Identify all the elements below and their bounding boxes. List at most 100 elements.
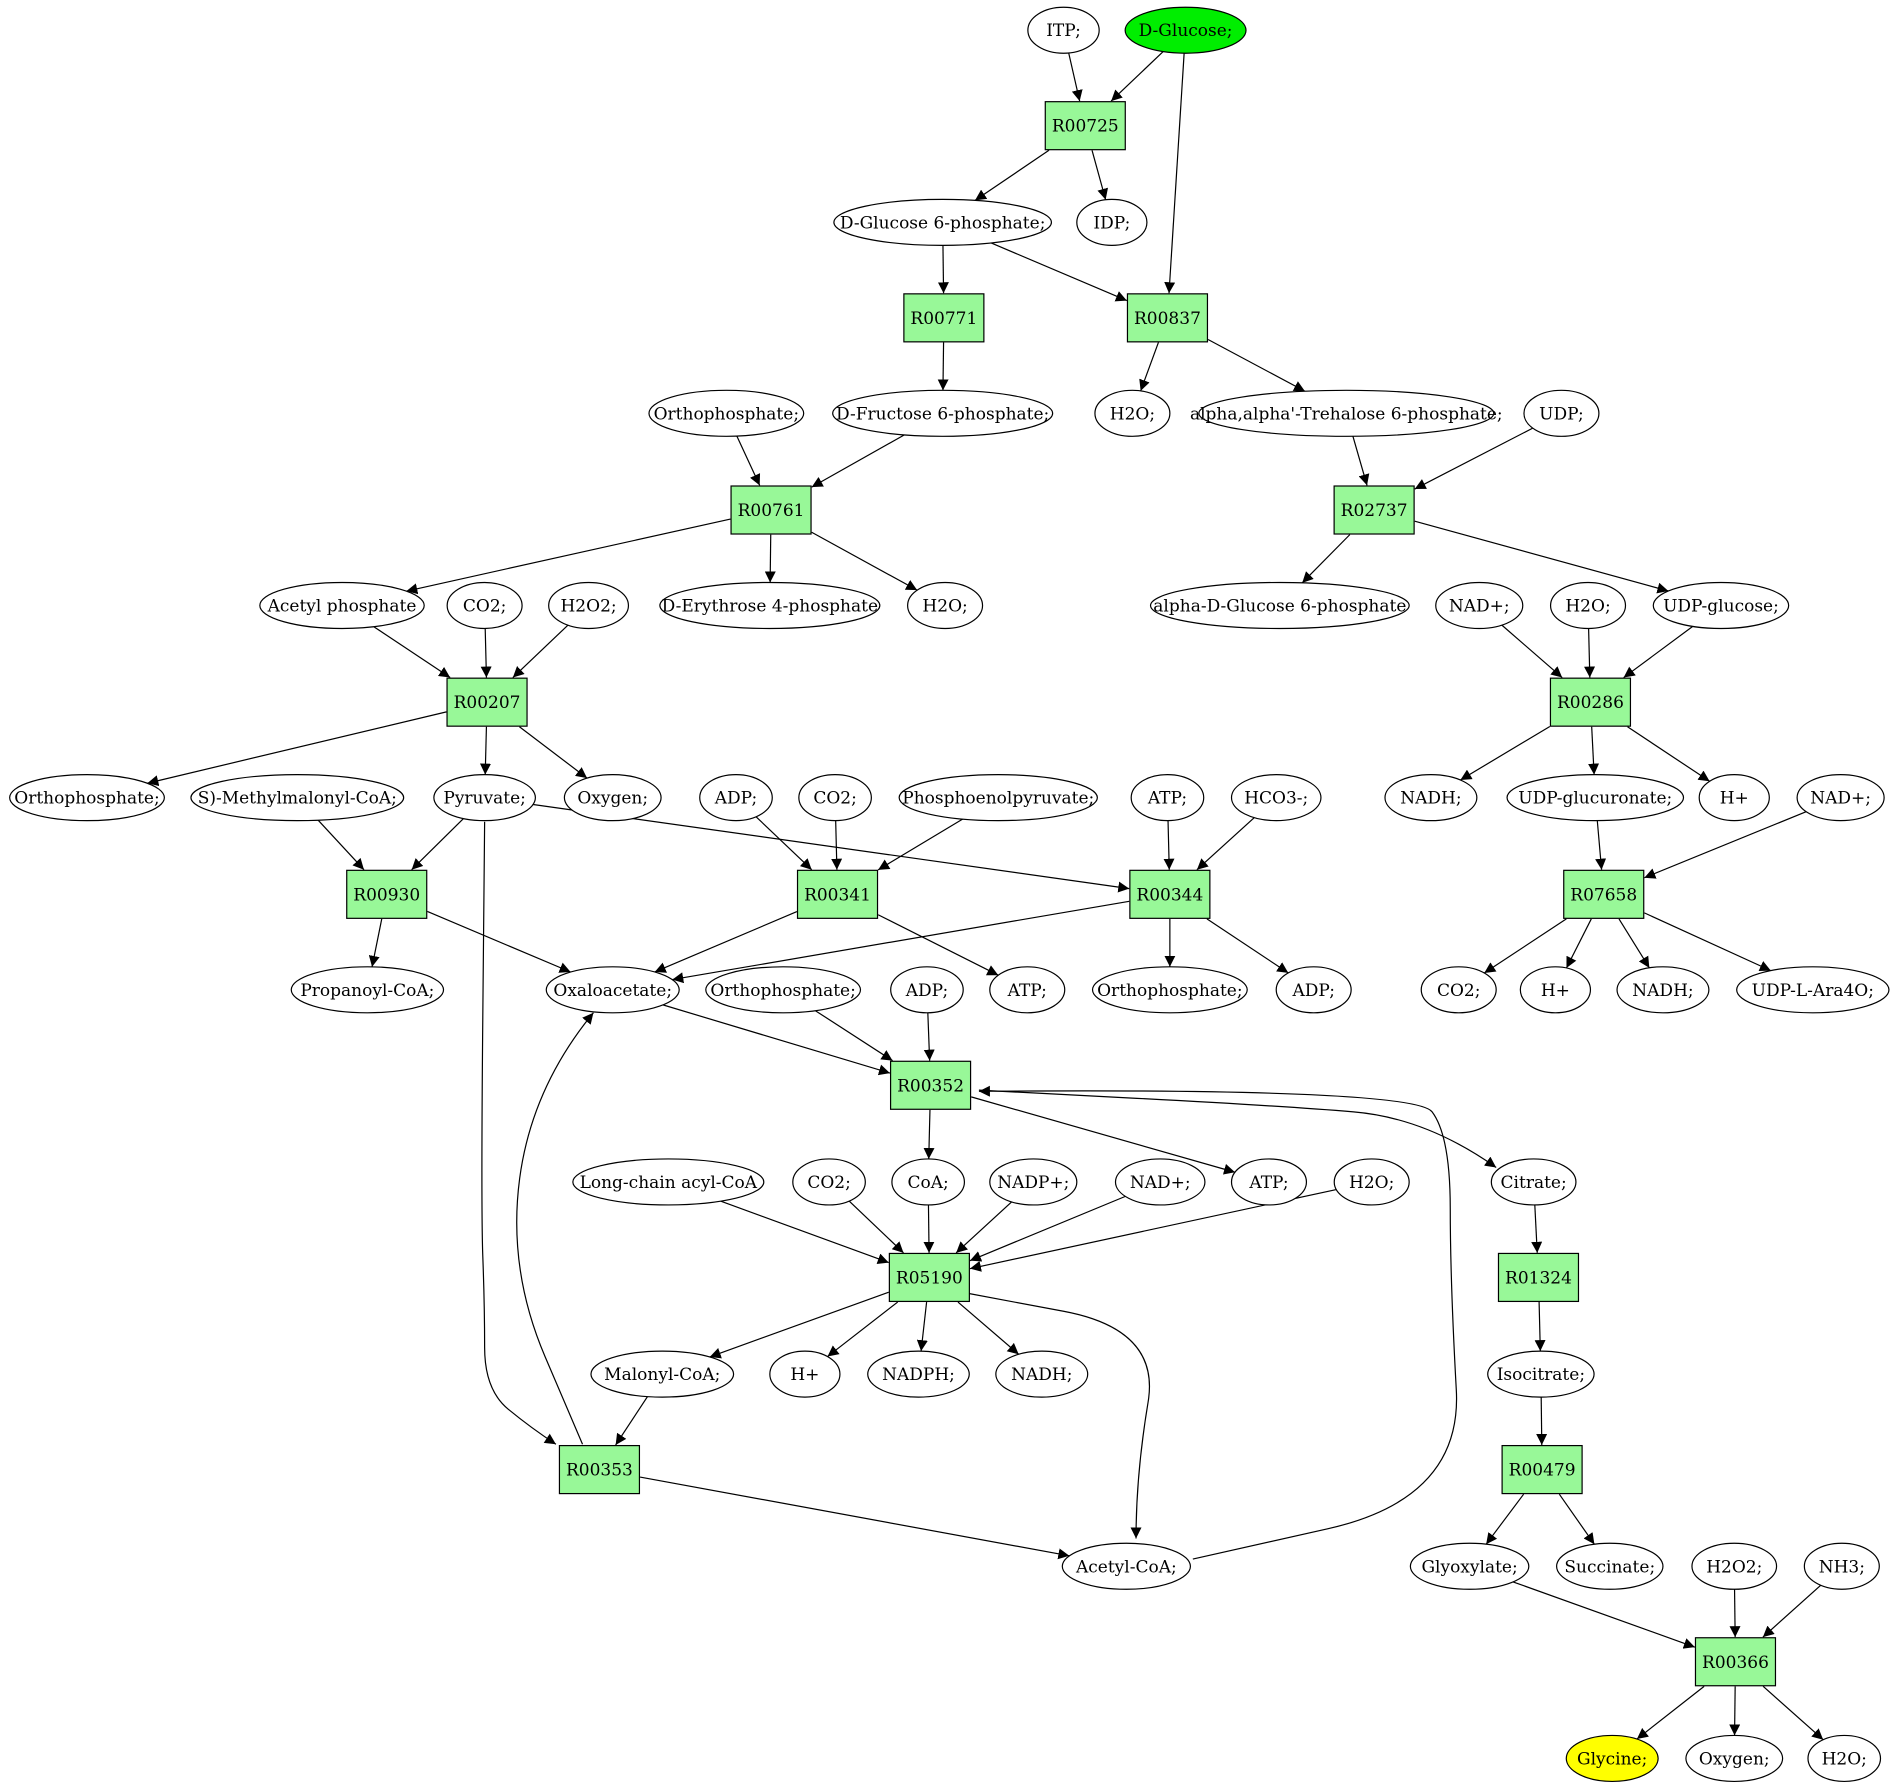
compound-node-malonylcoa: Malonyl-CoA; <box>590 1350 735 1398</box>
edge-atp_344-to-R00344 <box>1163 820 1175 870</box>
compound-node-h2o_286: H2O; <box>1549 581 1627 630</box>
edge-acetylcoa-to-R00352 <box>978 1085 1458 1560</box>
compound-node-nh3: NH3; <box>1803 1542 1880 1590</box>
compound-node-co2_341: CO2; <box>798 774 872 822</box>
reaction-box <box>888 1252 970 1303</box>
reaction-box <box>796 869 879 919</box>
reaction-node-R00366: R00366 <box>1694 1637 1777 1687</box>
compound-node-nadh_7658: NADH; <box>1616 966 1710 1014</box>
compound-node-hplus_5190: H+ <box>769 1350 841 1398</box>
compound-ellipse <box>1409 1542 1530 1590</box>
reaction-node-R00341: R00341 <box>796 869 879 919</box>
reaction-box <box>1694 1637 1777 1687</box>
reaction-node-R05190: R05190 <box>888 1252 970 1303</box>
compound-node-erythrose4p: D-Erythrose 4-phosphate <box>659 581 881 630</box>
compound-ellipse <box>891 1158 966 1206</box>
compound-node-trehalose6p: alpha,alpha'-Trehalose 6-phosphate; <box>1190 389 1503 437</box>
compound-node-citrate: Citrate; <box>1490 1158 1577 1206</box>
edge-orthophosphate_761-to-R00761 <box>736 435 761 486</box>
node-label: HCO3-; <box>1244 789 1308 809</box>
node-label: H2O; <box>1822 1749 1867 1769</box>
edge-nadpplus-to-R05190 <box>955 1201 1013 1254</box>
compound-ellipse <box>1124 6 1247 54</box>
compound-node-hplus_286: H+ <box>1698 774 1770 822</box>
reaction-node-R00761: R00761 <box>730 485 812 535</box>
node-label: S)-Methylmalonyl-CoA; <box>198 789 397 809</box>
edge-udp-to-R02737 <box>1414 427 1534 490</box>
compound-node-adglucose6p: alpha-D-Glucose 6-phosphate <box>1149 581 1410 630</box>
node-label: R00353 <box>566 1461 633 1481</box>
node-label: CO2; <box>1437 981 1481 1001</box>
compound-node-udp: UDP; <box>1523 389 1600 437</box>
node-label: H2O2; <box>560 596 616 616</box>
compound-ellipse <box>1519 966 1592 1014</box>
compound-node-g6p: D-Glucose 6-phosphate; <box>833 198 1053 246</box>
compound-ellipse <box>1506 774 1685 822</box>
node-label: Glycine; <box>1577 1749 1647 1769</box>
compound-node-adp_352: ADP; <box>890 966 964 1014</box>
edge-R02737-to-adglucose6p <box>1301 534 1351 584</box>
compound-node-udpglucuronate: UDP-glucuronate; <box>1506 774 1685 822</box>
edge-R00341-to-atp_341 <box>877 914 999 976</box>
compound-ellipse <box>1230 774 1322 822</box>
edge-R00366-to-h2o_366 <box>1762 1685 1824 1741</box>
reaction-box <box>346 869 428 919</box>
edge-longchainacylcoa-to-R05190 <box>720 1200 889 1264</box>
compound-node-atp_341: ATP; <box>989 966 1066 1014</box>
reaction-node-R00344: R00344 <box>1129 869 1211 919</box>
node-label: R00930 <box>353 885 420 905</box>
edge-pyruvate-to-R00353 <box>481 821 557 1445</box>
edge-R00207-to-pyruvate <box>479 726 491 775</box>
edge-methylmalonylcoa-to-R00930 <box>317 819 365 871</box>
compound-node-f6p: D-Fructose 6-phosphate; <box>832 389 1054 437</box>
compound-ellipse <box>1061 1542 1192 1590</box>
compound-ellipse <box>1796 774 1885 822</box>
reaction-node-R00725: R00725 <box>1044 101 1126 151</box>
compound-ellipse <box>1149 581 1410 630</box>
reaction-box <box>558 1444 641 1495</box>
reaction-node-R00286: R00286 <box>1549 677 1632 727</box>
edge-R05190-to-acetylcoa <box>966 1292 1150 1539</box>
node-label: UDP-L-Ara4O; <box>1752 981 1874 1001</box>
edge-itp-to-R00725 <box>1068 52 1083 102</box>
reaction-box <box>903 293 985 343</box>
compound-ellipse <box>1490 1158 1577 1206</box>
compound-node-nadh_5190: NADH; <box>995 1350 1089 1398</box>
compound-ellipse <box>9 774 165 822</box>
compound-ellipse <box>832 389 1054 437</box>
compound-node-orthophosphate_207: Orthophosphate; <box>9 774 165 822</box>
compound-node-oxygen_207: Oxygen; <box>563 774 662 822</box>
compound-node-co2_7658: CO2; <box>1420 966 1497 1014</box>
compound-node-nadh_286: NADH; <box>1384 774 1478 822</box>
compound-ellipse <box>1803 1542 1880 1590</box>
edge-R00771-to-f6p <box>937 342 949 391</box>
edge-R00286-to-nadh_286 <box>1460 725 1551 781</box>
node-label: Glyoxylate; <box>1421 1557 1517 1577</box>
compound-node-nadpplus: NADP+; <box>989 1158 1078 1206</box>
compound-ellipse <box>907 581 984 630</box>
node-label: NADH; <box>1400 789 1461 809</box>
compound-node-nadplus_286: NAD+; <box>1435 581 1524 630</box>
edge-R05190-to-nadph <box>916 1301 928 1352</box>
compound-ellipse <box>1420 966 1497 1014</box>
edge-malonylcoa-to-R00353 <box>615 1396 648 1446</box>
compound-node-h2o2_207: H2O2; <box>548 581 630 630</box>
node-label: CO2; <box>807 1173 851 1193</box>
compound-node-orthophosphate_344: Orthophosphate; <box>1091 966 1248 1014</box>
node-label: D-Glucose; <box>1139 21 1233 41</box>
compound-node-pyruvate: Pyruvate; <box>433 774 536 822</box>
node-label: CO2; <box>463 596 507 616</box>
compound-node-nadplus_5190: NAD+; <box>1114 1158 1206 1206</box>
compound-ellipse <box>433 774 536 822</box>
edge-R00761-to-erythrose4p <box>764 534 776 583</box>
edge-R00352-to-citrate <box>978 1089 1497 1168</box>
compound-ellipse <box>190 774 405 822</box>
compound-ellipse <box>1094 389 1171 437</box>
reaction-box <box>1549 677 1632 727</box>
node-label: D-Glucose 6-phosphate; <box>840 213 1046 233</box>
compound-node-propanoylcoa: Propanoyl-CoA; <box>290 966 445 1014</box>
compound-node-methylmalonylcoa: S)-Methylmalonyl-CoA; <box>190 774 405 822</box>
edge-co2_341-to-R00341 <box>831 820 843 870</box>
edge-g6p-to-R00771 <box>937 245 949 294</box>
compound-ellipse <box>705 966 862 1014</box>
